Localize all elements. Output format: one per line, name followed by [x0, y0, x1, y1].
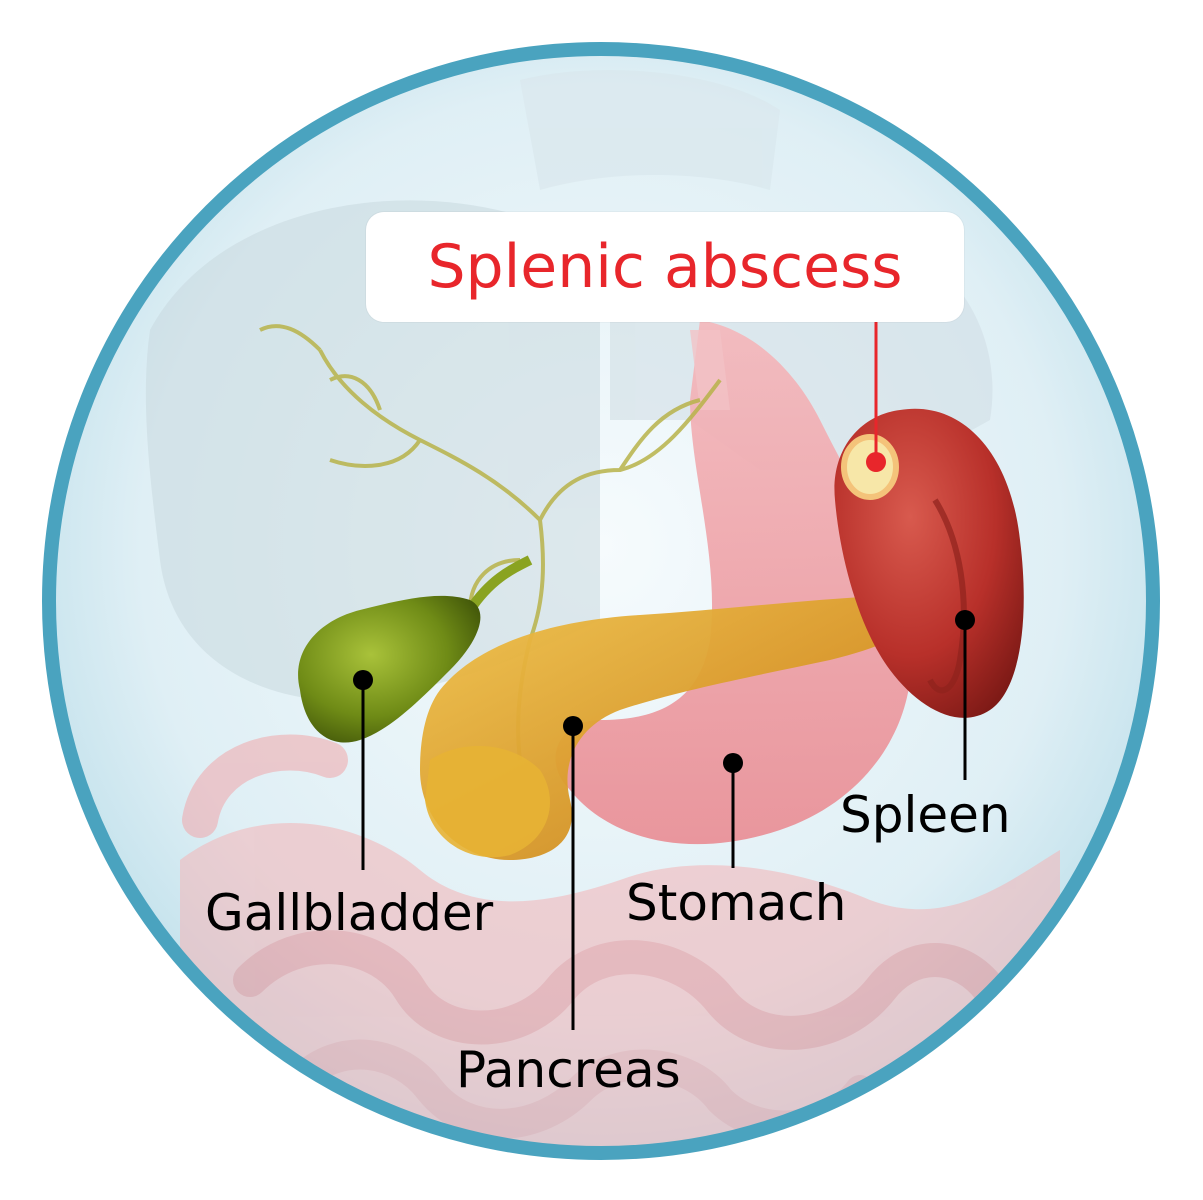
spleen-dot — [955, 610, 975, 630]
label-spleen: Spleen — [840, 786, 1011, 844]
diagram-title: Splenic abscess — [427, 232, 903, 302]
label-stomach: Stomach — [626, 874, 847, 932]
leader-lines — [353, 322, 975, 1030]
label-pancreas: Pancreas — [456, 1041, 681, 1099]
stomach-organ — [555, 320, 912, 845]
title-box: Splenic abscess — [366, 212, 964, 322]
abscess-dot — [866, 452, 886, 472]
stomach-dot — [723, 753, 743, 773]
cystic-duct — [465, 555, 533, 613]
gallbladder-organ — [298, 595, 481, 743]
gallbladder-dot — [353, 670, 373, 690]
label-gallbladder: Gallbladder — [205, 884, 494, 942]
outer-ring — [42, 42, 1160, 1160]
pancreas-dot — [563, 716, 583, 736]
